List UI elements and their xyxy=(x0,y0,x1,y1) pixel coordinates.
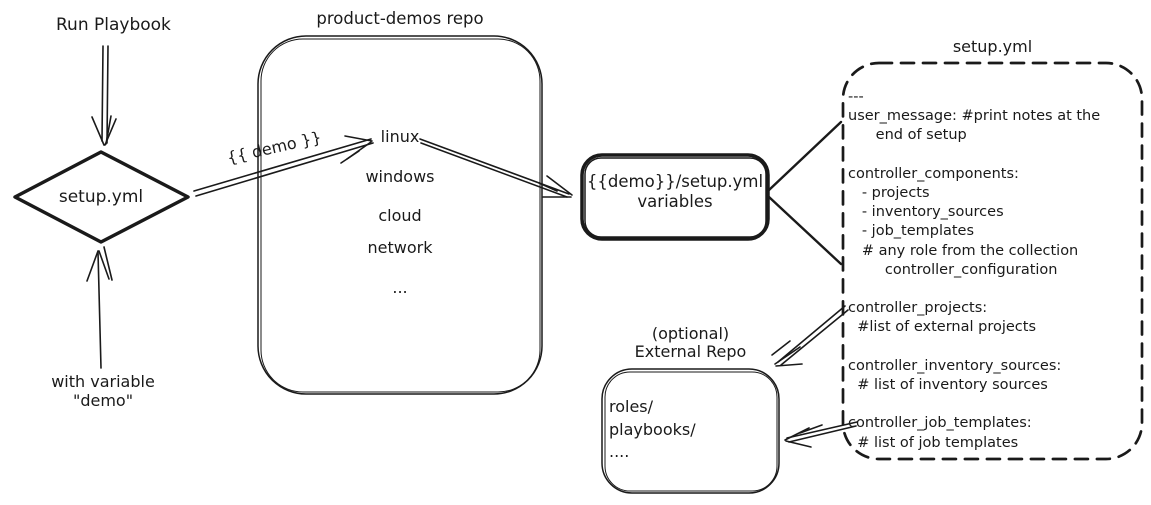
external-repo-content: roles/ playbooks/ .... xyxy=(609,397,696,461)
arrow-demo-to-linux xyxy=(193,135,374,197)
variables-box-label: {{demo}}/setup.yml variables xyxy=(586,172,764,211)
product-demos-repo-title: product-demos repo xyxy=(316,9,484,28)
arrow-run-playbook-to-diamond xyxy=(91,45,117,146)
with-variable-demo-label: with variable "demo" xyxy=(51,372,155,410)
repo-item-linux: linux xyxy=(380,127,420,146)
arrow-linux-to-variables xyxy=(419,138,573,198)
product-demos-repo-box xyxy=(257,35,543,395)
setup-yml-file-title: setup.yml xyxy=(952,37,1033,56)
repo-item-network: network xyxy=(367,238,433,257)
external-repo-box xyxy=(601,368,780,494)
setup-yml-file-content: --- user_message: #print notes at the en… xyxy=(848,89,1101,451)
connector-variables-to-setup-yml xyxy=(767,120,843,266)
setup-yml-diamond-shape xyxy=(13,150,190,244)
repo-item-ellipsis: ... xyxy=(392,278,408,297)
arrow-job-templates-to-external-repo xyxy=(784,421,858,448)
setup-yml-diamond-label: setup.yml xyxy=(58,187,144,207)
external-repo-title: (optional) External Repo xyxy=(634,324,747,361)
setup-yml-dashed-box xyxy=(841,61,1144,461)
arrow-projects-to-external-repo xyxy=(771,305,849,367)
repo-item-cloud: cloud xyxy=(378,206,422,225)
repo-item-windows: windows xyxy=(365,167,435,186)
arrow-with-variable-to-diamond xyxy=(86,246,113,369)
run-playbook-label: Run Playbook xyxy=(56,15,171,35)
